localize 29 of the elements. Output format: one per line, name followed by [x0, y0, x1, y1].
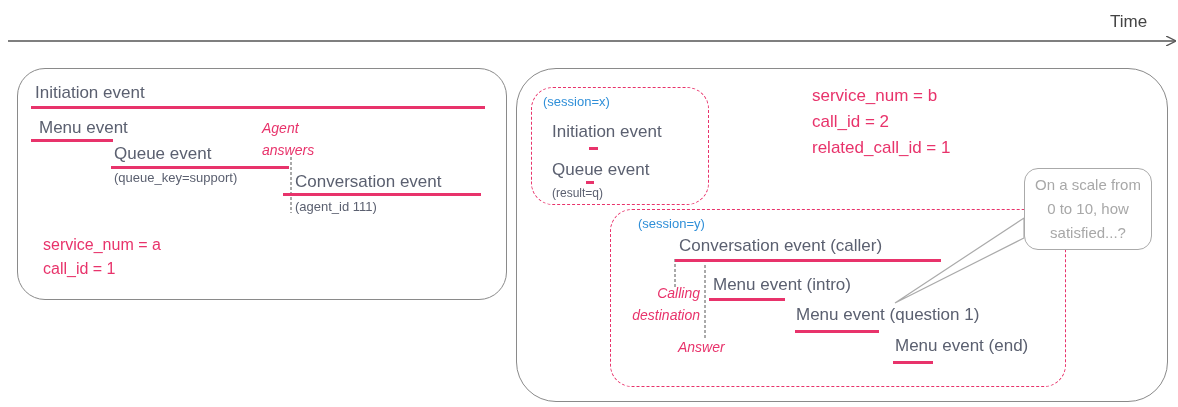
- session-group: [531, 87, 709, 205]
- event-detail: (agent_id 111): [295, 199, 377, 214]
- call-attribute: call_id = 2: [812, 112, 890, 132]
- call-attribute: service_num = a: [43, 236, 161, 254]
- call-panel: [516, 68, 1168, 402]
- speech-bubble: On a scale from 0 to 10, how satisfied...?: [1024, 168, 1152, 250]
- session-label: (session=y): [638, 216, 705, 231]
- event-label: Conversation event (caller): [679, 236, 883, 256]
- event-label: Initiation event: [35, 83, 145, 103]
- event-label: Menu event (end): [895, 336, 1029, 356]
- callout-tail: [894, 216, 1025, 304]
- annotation: Answer: [678, 339, 725, 355]
- event-label: Queue event: [114, 144, 212, 164]
- session-label: (session=x): [543, 94, 610, 109]
- event-detail: (result=q): [552, 186, 604, 200]
- axis-label: Time: [1110, 12, 1148, 32]
- event-label: Queue event: [552, 160, 650, 180]
- annotation: Agent answers: [262, 119, 316, 160]
- event-label: Initiation event: [552, 122, 662, 142]
- call-panel: [17, 68, 507, 300]
- event-label: Conversation event: [295, 172, 442, 192]
- call-attribute: related_call_id = 1: [812, 138, 951, 158]
- annotation: Calling destination: [631, 284, 700, 325]
- event-label: Menu event (question 1): [796, 305, 980, 325]
- event-label: Menu event (intro): [713, 275, 851, 295]
- call-attribute: call_id = 1: [43, 260, 116, 278]
- event-detail: (queue_key=support): [114, 170, 238, 185]
- call-attribute: service_num = b: [812, 86, 938, 106]
- event-label: Menu event: [39, 118, 128, 138]
